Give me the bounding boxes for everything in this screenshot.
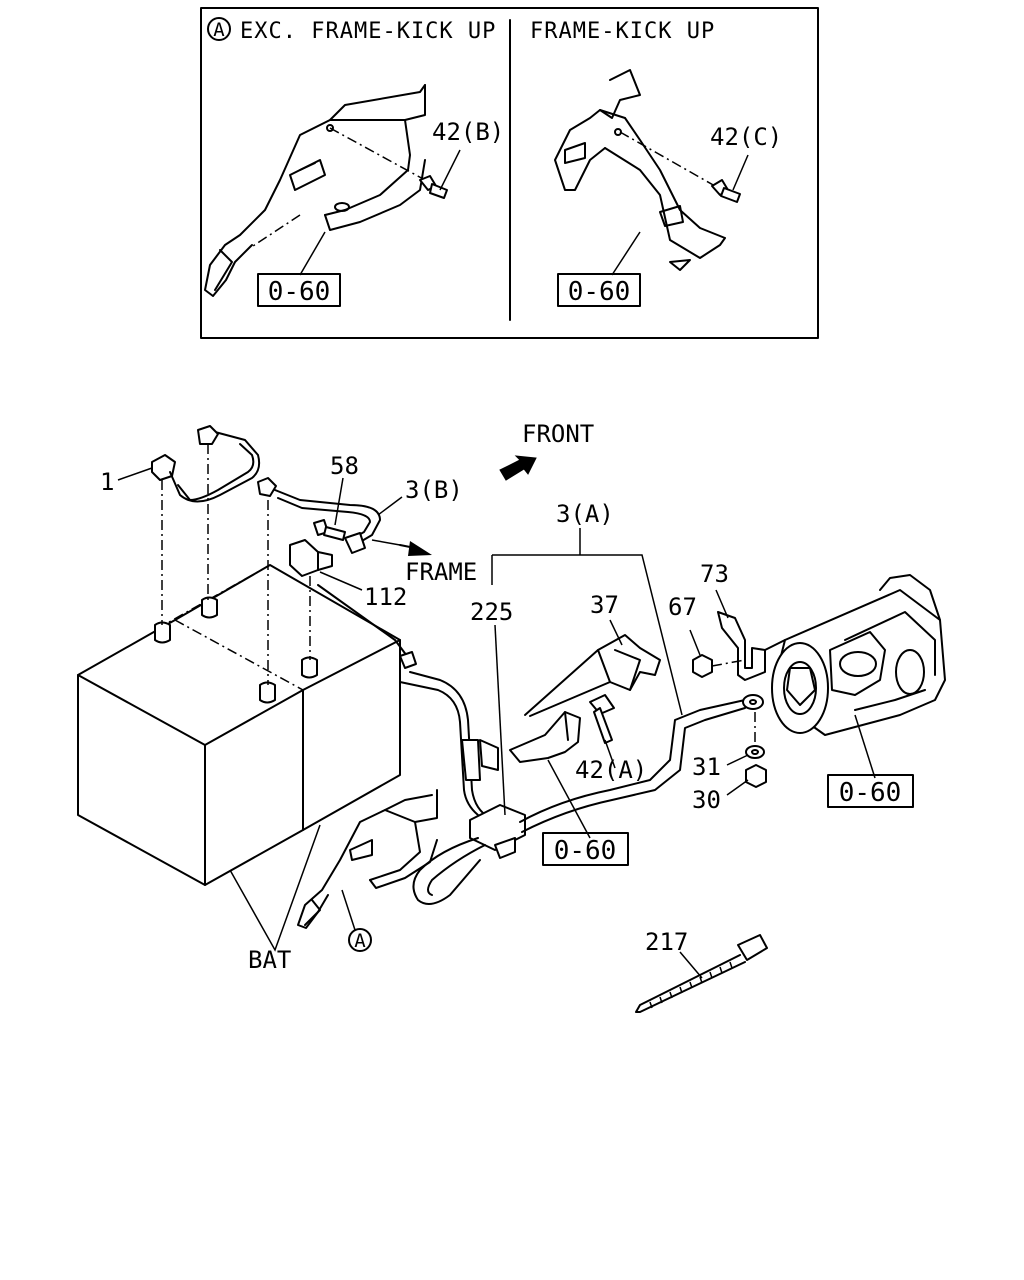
inset-right-title: FRAME-KICK UP: [530, 19, 715, 44]
terminal-post-4: [301, 656, 318, 679]
inset-marker-circle: [207, 17, 231, 41]
inset-marker-letter: A: [213, 19, 225, 41]
label-217: 217: [645, 928, 688, 956]
battery: [77, 564, 401, 952]
cable-part-1: [117, 425, 261, 625]
washer-31: [726, 712, 765, 766]
inset-panel: A EXC. FRAME-KICK UP FRAME-KICK UP 42(B)…: [200, 7, 819, 339]
bracket-a-main: [297, 789, 438, 931]
inset-border: [200, 7, 819, 339]
label-58: 58: [330, 452, 359, 480]
inset-left-title: EXC. FRAME-KICK UP: [240, 19, 496, 44]
label-42c: 42(C): [710, 123, 782, 151]
harness-3a: [317, 528, 764, 905]
label-bat: BAT: [248, 946, 291, 974]
nut-67: [689, 629, 713, 678]
cable-part-3b: [257, 477, 432, 685]
terminal-post-3: [259, 681, 276, 704]
label-112: 112: [364, 583, 407, 611]
marker-a-circle: [348, 928, 372, 952]
label-225: 225: [470, 598, 513, 626]
ref-right: 0-60: [568, 277, 631, 307]
left-bracket-drawing: [204, 84, 461, 297]
label-42a: 42(A): [575, 756, 647, 784]
terminal-post-2: [201, 596, 218, 619]
ref-harness: 0-60: [554, 836, 617, 866]
bracket-37: [524, 619, 661, 717]
starter-motor: [764, 574, 946, 779]
terminal-112: [289, 539, 363, 660]
right-bracket-drawing: [554, 69, 749, 276]
bracket-73: [711, 589, 766, 681]
bolt-42a: [509, 694, 616, 839]
terminal-post-1: [154, 621, 171, 644]
ref-starter: 0-60: [839, 778, 902, 808]
bolt-58: [313, 477, 346, 541]
front-arrow: FRONT: [499, 420, 594, 481]
ref-box-starter: [827, 774, 914, 808]
nut-30: [726, 764, 767, 796]
label-front: FRONT: [522, 420, 594, 448]
label-42b: 42(B): [432, 118, 504, 146]
label-67: 67: [668, 593, 697, 621]
label-1: 1: [100, 468, 114, 496]
cable-tie-217: [635, 934, 768, 1013]
label-30: 30: [692, 786, 721, 814]
label-3a: 3(A): [556, 500, 614, 528]
label-37: 37: [590, 591, 619, 619]
ref-left: 0-60: [268, 277, 331, 307]
label-73: 73: [700, 560, 729, 588]
ref-box-left: [257, 273, 341, 307]
label-3b: 3(B): [405, 476, 463, 504]
label-31: 31: [692, 753, 721, 781]
marker-a-letter: A: [354, 930, 366, 952]
ref-box-right: [557, 273, 641, 307]
label-frame: FRAME: [405, 558, 477, 586]
ref-box-harness: [542, 832, 629, 866]
